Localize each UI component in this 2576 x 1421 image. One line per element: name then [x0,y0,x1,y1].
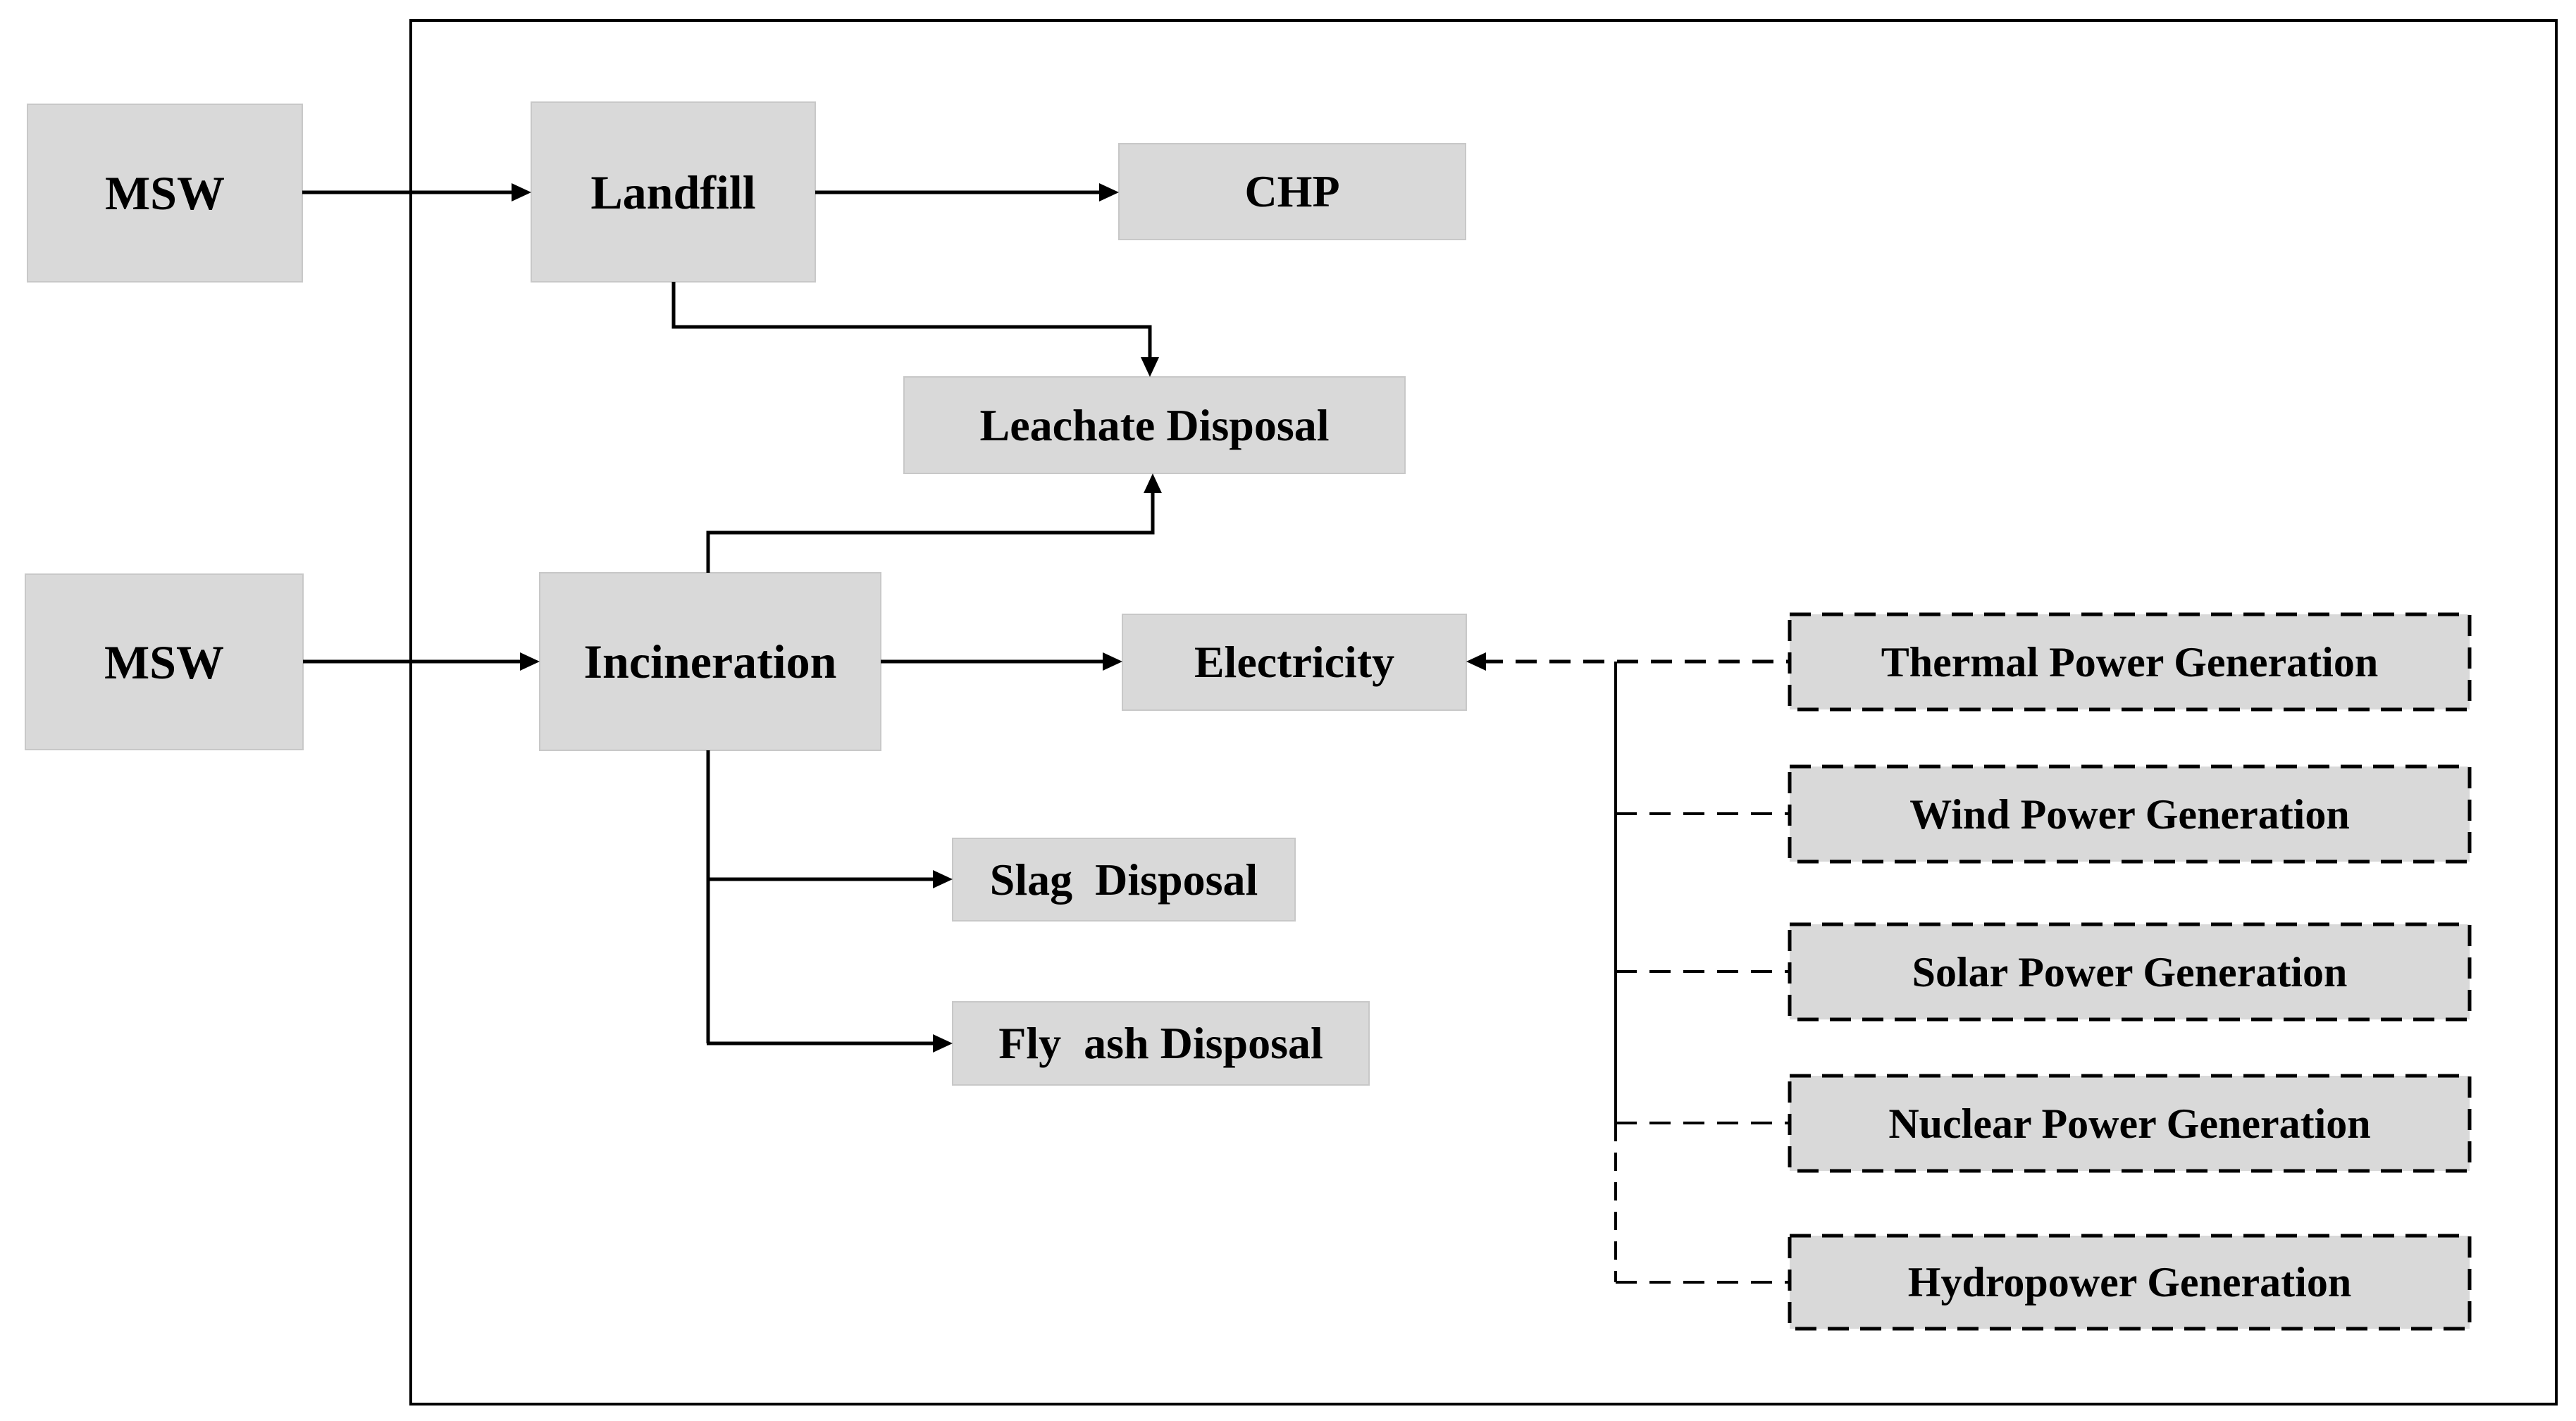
edge-incineration-to-leachate [706,488,1155,573]
wind-power-box [1788,764,2472,864]
chp-label: CHP [1244,166,1340,216]
msw-top-label: MSW [105,166,225,220]
arrowhead-incineration-to-leachate [1144,473,1162,493]
arrowhead-incineration-to-electricity [1103,652,1122,671]
arrowhead-to-fly-ash [933,1034,953,1053]
landfill-label: Landfill [590,165,756,219]
leachate-disposal-label: Leachate Disposal [979,399,1330,450]
solar-power-label: Solar Power Generation [1912,948,2348,995]
nuclear-power-label: Nuclear Power Generation [1888,1100,2371,1147]
arrowhead-to-slag [933,870,953,888]
nuclear-power-box [1788,1074,2472,1173]
system-boundary-border [409,19,2558,1406]
electricity-label: Electricity [1194,637,1395,687]
electricity-box [1122,614,1467,711]
msw-top-box [27,104,303,283]
hydropower-label: Hydropower Generation [1907,1259,2352,1305]
leachate-disposal-box [903,376,1406,474]
incineration-label: Incineration [583,635,837,688]
thermal-power-box [1788,612,2472,712]
arrowhead-landfill-to-chp [1099,183,1119,201]
fly-ash-disposal-label: Fly ash Disposal [998,1018,1323,1068]
arrowhead-into-electricity [1466,652,1486,671]
arrowhead-landfill-to-leachate [1141,357,1159,377]
slag-disposal-label: Slag Disposal [989,854,1258,905]
msw-bottom-box [25,573,304,750]
edge-landfill-to-leachate [671,282,1152,363]
arrowhead-msw-to-incineration [520,652,540,671]
thermal-power-label: Thermal Power Generation [1881,638,2379,685]
wind-power-label: Wind Power Generation [1909,790,2350,838]
hydropower-box [1788,1234,2472,1331]
arrowhead-msw-to-landfill [512,183,531,201]
incineration-box [539,572,881,751]
landfill-box [531,101,816,283]
chp-box [1118,143,1466,240]
msw-bottom-label: MSW [104,635,224,689]
slag-disposal-box [952,838,1296,922]
fly-ash-disposal-box [952,1001,1370,1086]
